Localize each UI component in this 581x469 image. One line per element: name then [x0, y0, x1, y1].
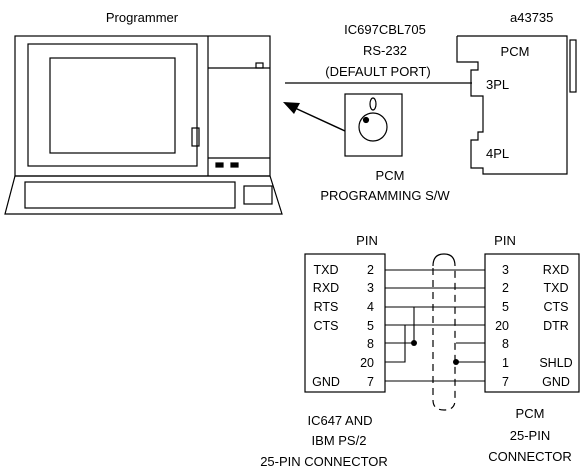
cable-type: RS-232 — [363, 43, 407, 58]
right-signal: RXD — [543, 263, 569, 277]
right-signal: DTR — [543, 319, 569, 333]
keyboard-body — [4, 175, 283, 215]
left-caption-1: IC647 AND — [307, 413, 372, 428]
floppy-hub — [358, 112, 388, 142]
right-caption-1: PCM — [516, 406, 545, 421]
junction-dot-right — [453, 359, 459, 365]
left-signal: TXD — [314, 263, 339, 277]
indicator-light-2 — [230, 162, 239, 168]
floppy-outline — [344, 93, 403, 157]
indicator-light-1 — [215, 162, 224, 168]
monitor-screen — [49, 57, 176, 154]
right-signal: GND — [542, 375, 570, 389]
pcm-port-4pl: 4PL — [486, 146, 509, 161]
left-caption-3: 25-PIN CONNECTOR — [260, 454, 388, 469]
monitor-bezel — [27, 43, 198, 167]
cable-part-number: IC697CBL705 — [344, 22, 426, 37]
right-connector — [484, 253, 580, 393]
arrow-icon — [283, 102, 346, 132]
left-caption-2: IBM PS/2 — [312, 433, 367, 448]
left-pin-number: 5 — [367, 319, 374, 333]
right-pin-number: 5 — [502, 300, 509, 314]
drive-latch — [255, 62, 264, 69]
pcm-port-3pl: 3PL — [486, 77, 509, 92]
left-pin-number: 3 — [367, 281, 374, 295]
right-pin-header: PIN — [494, 233, 516, 248]
power-button — [191, 127, 200, 147]
left-pin-number: 7 — [367, 375, 374, 389]
keyboard-keypad — [243, 185, 273, 205]
left-signal: RTS — [314, 300, 339, 314]
pcm-outline — [456, 35, 568, 175]
floppy-disk-icon — [344, 93, 403, 157]
figure-id: a43735 — [510, 10, 553, 25]
left-pin-number: 20 — [360, 356, 374, 370]
keyboard-keys — [24, 181, 236, 209]
cable-shield-top — [432, 253, 456, 267]
cable-shield — [432, 268, 456, 411]
left-connector — [304, 253, 386, 393]
left-pin-number: 8 — [367, 337, 374, 351]
right-signal: TXD — [544, 281, 569, 295]
wire-20-jumper — [385, 325, 406, 363]
pcm-handle — [569, 39, 577, 93]
left-signal: RXD — [313, 281, 339, 295]
software-label-2: PROGRAMMING S/W — [320, 188, 450, 203]
right-pin-number: 7 — [502, 375, 509, 389]
computer-body — [14, 35, 271, 177]
right-pin-number: 8 — [502, 337, 509, 351]
left-pin-number: 4 — [367, 300, 374, 314]
right-signal: SHLD — [539, 356, 572, 370]
pcm-module — [456, 35, 577, 175]
programmer-title: Programmer — [106, 10, 179, 25]
right-pin-number: 1 — [502, 356, 509, 370]
junction-dot-left — [411, 340, 417, 346]
floppy-hole — [362, 116, 370, 124]
right-signal: CTS — [544, 300, 569, 314]
left-pin-number: 2 — [367, 263, 374, 277]
right-pin-number: 2 — [502, 281, 509, 295]
right-caption-2: 25-PIN — [510, 428, 550, 443]
software-label-1: PCM — [376, 168, 405, 183]
programmer-computer — [4, 35, 283, 215]
cable-port: (DEFAULT PORT) — [325, 64, 430, 79]
right-caption-3: CONNECTOR — [488, 449, 572, 464]
left-pin-header: PIN — [356, 233, 378, 248]
floppy-index — [369, 97, 377, 111]
left-signal: CTS — [314, 319, 339, 333]
right-pin-number: 20 — [495, 319, 509, 333]
left-signal: GND — [312, 375, 340, 389]
pcm-title: PCM — [501, 44, 530, 59]
pin-wiring — [385, 269, 485, 382]
right-pin-number: 3 — [502, 263, 509, 277]
